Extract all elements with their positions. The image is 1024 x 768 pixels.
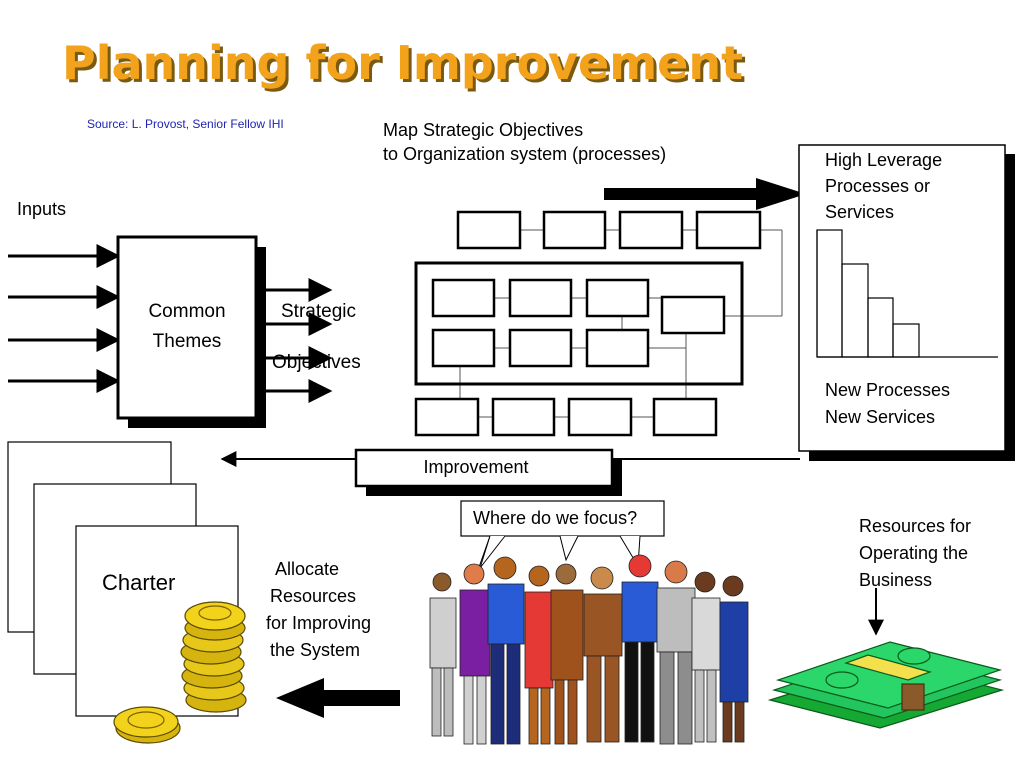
resources-line1: Resources for xyxy=(859,516,972,536)
high-leverage-line2: Processes or xyxy=(825,176,931,197)
improvement-box xyxy=(354,448,614,488)
strategic-label: Strategic xyxy=(281,301,356,322)
arrow-to-high-leverage xyxy=(604,178,806,210)
common-themes-line1: Common xyxy=(148,301,226,322)
pareto-chart xyxy=(816,229,998,358)
common-themes-label: Common Themes xyxy=(118,297,256,358)
improvement-label: Improvement xyxy=(423,457,529,477)
allocate-arrow xyxy=(276,678,400,718)
speech-bubble xyxy=(460,500,665,571)
charter-label: Charter xyxy=(102,570,176,595)
coin-stack-icon xyxy=(113,601,247,744)
allocate-line2: Resources xyxy=(270,586,357,606)
common-themes-line2: Themes xyxy=(152,331,222,353)
objectives-label: Objectives xyxy=(272,352,361,373)
high-leverage-line3: Services xyxy=(825,202,895,223)
high-leverage-line1: High Leverage xyxy=(825,150,943,170)
map-objectives-line2: to Organization system (processes) xyxy=(383,144,667,165)
people-group-icon xyxy=(429,554,749,745)
page-title: Planning for Improvement xyxy=(62,36,744,90)
map-objectives-label: Map Strategic Objectives to Organization… xyxy=(383,118,666,167)
focus-question: Where do we focus? xyxy=(473,508,638,528)
inputs-label: Inputs xyxy=(17,199,67,219)
resources-line3: Business xyxy=(859,570,933,590)
new-processes-label: New Processes New Services xyxy=(825,377,950,431)
process-map xyxy=(414,210,783,437)
source-note: Source: L. Provost, Senior Fellow IHI xyxy=(87,117,284,131)
resources-operating-label: Resources for Operating the Business xyxy=(859,513,971,594)
resources-line2: Operating the xyxy=(859,543,969,563)
high-leverage-label: High Leverage Processes or Services xyxy=(825,147,942,225)
new-processes-text: New Processes xyxy=(825,380,951,400)
input-arrows xyxy=(8,244,121,393)
allocate-line1: Allocate xyxy=(275,559,340,579)
money-stack-icon xyxy=(767,641,1005,729)
allocate-line4: the System xyxy=(270,640,361,660)
allocate-resources-label: Allocate Resources for Improving the Sys… xyxy=(266,556,371,664)
allocate-line3: for Improving xyxy=(266,613,372,633)
common-themes-box xyxy=(116,235,258,420)
new-services-text: New Services xyxy=(825,407,936,427)
map-objectives-line1: Map Strategic Objectives xyxy=(383,120,584,140)
high-leverage-panel xyxy=(798,144,1006,452)
strategic-arrows xyxy=(258,278,333,403)
